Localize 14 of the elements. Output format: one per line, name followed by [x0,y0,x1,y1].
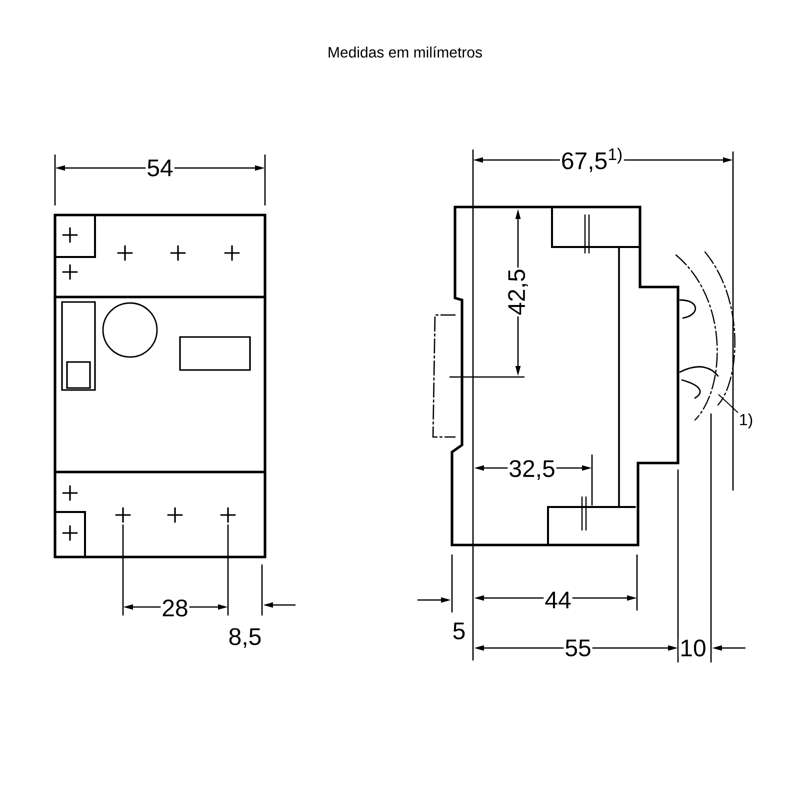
dimension-value: 10 [682,640,706,656]
dimension-value: 5 [453,622,465,640]
dimension-value: 54 [148,160,173,176]
footnote-mark: 1) [738,412,754,430]
dimension-value: 32,5 [510,460,554,480]
dimension-value: 55 [566,640,590,656]
dimension-value: 28 [162,600,188,616]
title: Medidas em milímetros [328,46,482,58]
swing-arc [704,251,736,406]
dimension-value: 67,5$^{1)}$ [562,148,622,172]
dimension-value: 44 [545,592,571,608]
leader-line [718,394,738,413]
dimension-value: 42,5 [508,270,528,315]
dimension-value: 8,5 [229,628,261,648]
